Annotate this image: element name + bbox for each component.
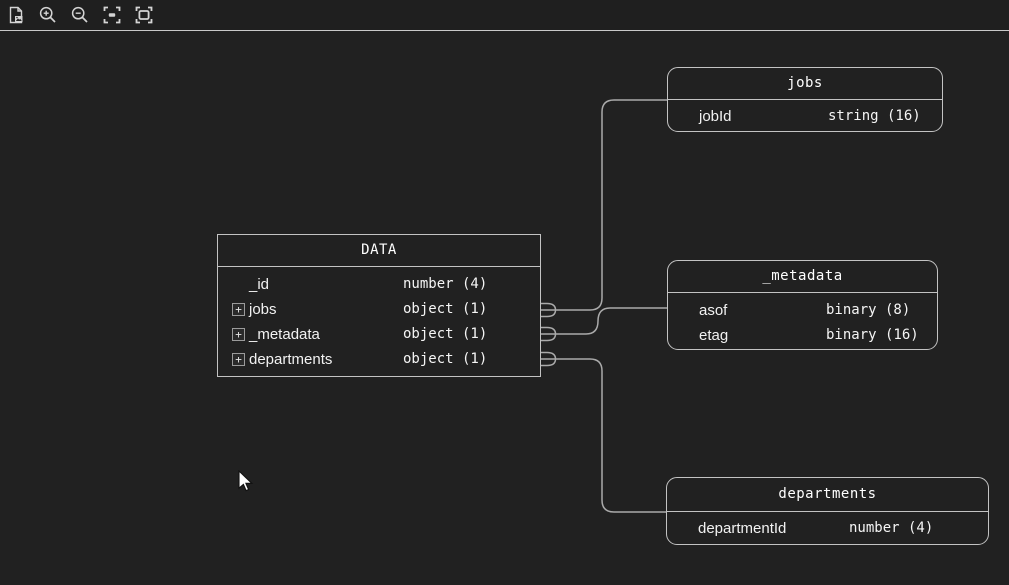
field-name: etag (699, 327, 729, 344)
diagram-toolbar (0, 0, 1009, 31)
field-name: jobs (249, 301, 277, 318)
entity-title: DATA (218, 235, 540, 267)
field-type: binary (8) (826, 302, 911, 318)
field-name: jobId (699, 108, 732, 125)
zoom-in-button[interactable] (36, 3, 60, 27)
field-type: object (1) (403, 326, 488, 342)
zoom-fit-icon (134, 5, 154, 25)
expand-toggle-icon[interactable] (232, 303, 245, 316)
field-type: number (4) (849, 520, 934, 536)
connector-stub-departments (541, 351, 557, 367)
field-name: departments (249, 351, 333, 368)
field-row-jobs: jobs object (1) (218, 297, 540, 322)
zoom-selection-icon (102, 5, 122, 25)
entity-metadata[interactable]: _metadata asof binary (8) etag binary (1… (667, 260, 938, 350)
entity-departments[interactable]: departments departmentId number (4) (666, 477, 989, 545)
zoom-out-icon (70, 5, 90, 25)
field-name: _metadata (249, 326, 320, 343)
entity-title: jobs (668, 68, 942, 100)
field-row-asof: asof binary (8) (668, 298, 937, 323)
relationship-line-departments (541, 358, 667, 513)
field-type: string (16) (828, 108, 921, 124)
mouse-cursor (238, 469, 255, 499)
zoom-fit-button[interactable] (132, 3, 156, 27)
field-row-departments: departments object (1) (218, 347, 540, 372)
field-row-metadata: _metadata object (1) (218, 322, 540, 347)
download-image-button[interactable] (4, 3, 28, 27)
zoom-out-button[interactable] (68, 3, 92, 27)
field-row-departmentid: departmentId number (4) (667, 516, 988, 541)
entity-jobs[interactable]: jobs jobId string (16) (667, 67, 943, 132)
field-name: _id (249, 276, 270, 293)
download-image-icon (6, 5, 26, 25)
field-type: object (1) (403, 351, 488, 367)
field-row-etag: etag binary (16) (668, 323, 937, 348)
entity-data[interactable]: DATA _id number (4) jobs object (1) _met… (217, 234, 541, 377)
zoom-in-icon (38, 5, 58, 25)
expand-toggle-icon[interactable] (232, 328, 245, 341)
field-type: object (1) (403, 301, 488, 317)
connector-stub-jobs (541, 302, 557, 318)
field-row-jobid: jobId string (16) (668, 104, 942, 129)
field-type: binary (16) (826, 327, 919, 343)
field-name: asof (699, 302, 728, 319)
zoom-selection-button[interactable] (100, 3, 124, 27)
connector-stub-metadata (541, 326, 557, 342)
entity-title: _metadata (668, 261, 937, 293)
field-row-id: _id number (4) (218, 272, 540, 297)
relationship-line-metadata (541, 307, 668, 335)
field-name: departmentId (698, 520, 787, 537)
relationship-line-jobs (541, 99, 668, 311)
field-type: number (4) (403, 276, 488, 292)
entity-title: departments (667, 478, 988, 512)
expand-toggle-icon[interactable] (232, 353, 245, 366)
